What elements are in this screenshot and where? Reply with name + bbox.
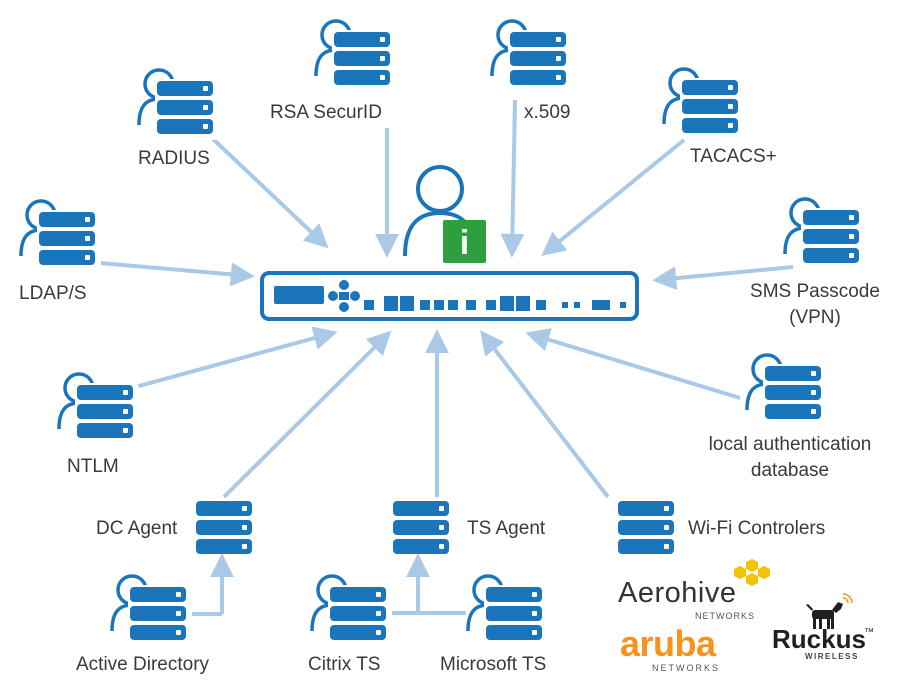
- aruba-logo-text: aruba: [620, 623, 716, 664]
- ruckus-dog-icon: [806, 602, 843, 629]
- microsoft-ts-server-icon: [468, 576, 548, 646]
- label-radius: RADIUS: [138, 148, 210, 169]
- ruckus-trademark: ™: [864, 627, 874, 638]
- user-info-icon: i: [403, 165, 486, 263]
- ntlm-server-icon: [59, 374, 139, 444]
- arrow-ntlm: [127, 326, 338, 391]
- wifi-controller-server-icon: [618, 501, 674, 554]
- aerohive-logo-text: Aerohive: [618, 577, 737, 609]
- aerohive-networks-text: NETWORKS: [695, 611, 756, 621]
- label-sms-passcode: SMS Passcode: [750, 281, 880, 302]
- label-local-database: database: [750, 460, 830, 481]
- ruckus-signal-icon: [842, 593, 853, 604]
- label-ntlm: NTLM: [67, 456, 119, 477]
- arrow-dc: [222, 330, 392, 499]
- ruckus-logo-text: Ruckus: [772, 624, 866, 654]
- connection-arrows: [99, 99, 794, 612]
- ruckus-wireless-text: WIRELESS: [805, 652, 859, 661]
- label-tacacs: TACACS+: [690, 146, 777, 167]
- tacacs-server-icon: [664, 69, 744, 139]
- arrow-local: [525, 328, 741, 400]
- arrow-x509: [500, 99, 525, 258]
- label-rsa-securid: RSA SecurID: [270, 102, 382, 123]
- firewall-appliance-icon: [260, 271, 639, 321]
- label-wifi-controlers: Wi-Fi Controlers: [688, 518, 826, 539]
- local-db-server-icon: [747, 355, 827, 425]
- active-directory-server-icon: [112, 576, 192, 646]
- label-sms-vpn: (VPN): [789, 307, 841, 328]
- ldap-server-icon: [21, 201, 101, 271]
- label-ldap: LDAP/S: [19, 283, 87, 304]
- label-ts-agent: TS Agent: [467, 518, 546, 539]
- radius-server-icon: [139, 70, 219, 140]
- info-badge-glyph: i: [460, 224, 469, 262]
- x509-server-icon: [492, 21, 572, 91]
- arrow-tacacs: [541, 138, 686, 257]
- sms-server-icon: [785, 199, 865, 269]
- label-x509: x.509: [524, 102, 571, 123]
- arrow-ldap: [99, 261, 255, 287]
- arrow-sms: [652, 265, 794, 291]
- label-local-auth: local authentication: [708, 434, 872, 455]
- citrix-server-icon: [312, 576, 392, 646]
- rsa-server-icon: [316, 21, 396, 91]
- aruba-networks-text: NETWORKS: [652, 663, 721, 673]
- arrow-wifi: [480, 330, 610, 499]
- arrow-radius: [211, 137, 329, 249]
- dc-agent-server-icon: [196, 501, 252, 554]
- label-citrix-ts: Citrix TS: [308, 654, 381, 675]
- ts-agent-server-icon: [393, 501, 449, 554]
- label-dc-agent: DC Agent: [96, 518, 178, 539]
- aerohive-logo-icon: [734, 559, 770, 586]
- label-active-directory: Active Directory: [76, 654, 210, 675]
- label-microsoft-ts: Microsoft TS: [440, 654, 547, 675]
